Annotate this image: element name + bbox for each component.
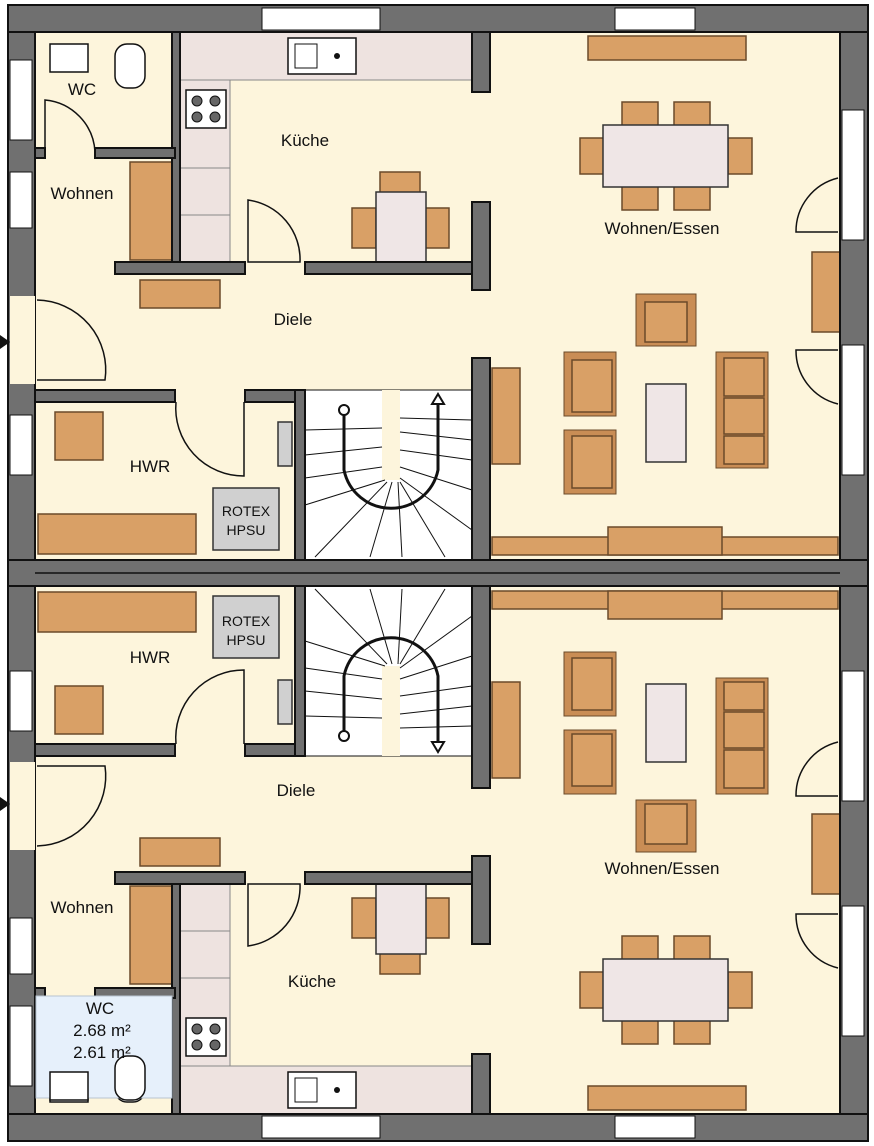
heat-pump-label: ROTEX — [222, 613, 271, 629]
room-label-diele: Diele — [277, 781, 316, 800]
room-label-wc: WC — [68, 80, 96, 99]
entrance-arrow-icon — [0, 335, 10, 349]
room-label-kueche: Küche — [288, 972, 336, 991]
room-label-kueche: Küche — [281, 131, 329, 150]
room-label-wc: WC — [86, 999, 114, 1018]
room-label-hwr: HWR — [130, 457, 171, 476]
room-label-hwr: HWR — [130, 648, 171, 667]
room-label-wohnen: Wohnen — [50, 898, 113, 917]
room-label-diele: Diele — [274, 310, 313, 329]
room-label-wohnen: Wohnen — [50, 184, 113, 203]
wc-toilet — [114, 1055, 146, 1101]
entrance-arrow-icon — [0, 797, 10, 811]
room-area: 2.68 m² — [73, 1021, 131, 1040]
room-label-wohnen-essen: Wohnen/Essen — [605, 859, 720, 878]
room-area: 2.61 m² — [73, 1043, 131, 1062]
room-label-wohnen-essen: Wohnen/Essen — [605, 219, 720, 238]
upper-unit — [6, 3, 870, 562]
heat-pump-label: ROTEX — [222, 503, 271, 519]
heat-pump-label: HPSU — [227, 522, 266, 538]
heat-pump-label: HPSU — [227, 632, 266, 648]
wc-sink — [49, 1071, 89, 1101]
